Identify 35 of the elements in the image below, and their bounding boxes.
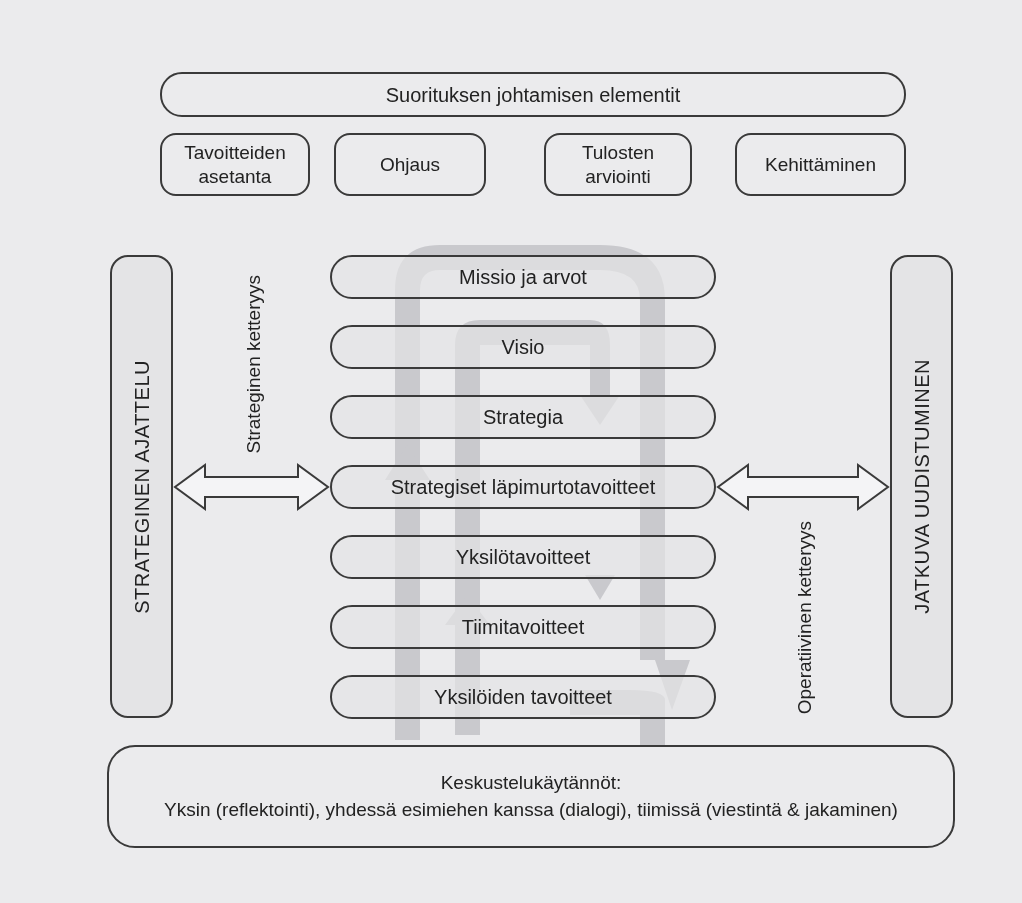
box-label: Suorituksen johtamisen elementit: [385, 82, 681, 108]
edge-label: Strateginen ketteryys: [241, 274, 265, 453]
level-pill: [330, 605, 716, 649]
box-label: Ohjaus: [379, 152, 441, 177]
box-label: Yksilöiden tavoitteet: [434, 685, 612, 710]
level-pill: [330, 535, 716, 579]
edge-label: Operatiivinen ketteryys: [793, 521, 816, 715]
practices-box: [107, 745, 955, 848]
header-box: [160, 72, 906, 117]
level-pill: [330, 675, 716, 719]
side-band: [110, 255, 173, 718]
side-band: [890, 255, 953, 718]
double-arrow: [173, 463, 330, 511]
element-box: [544, 133, 692, 196]
level-pill: [330, 255, 716, 299]
box-label: Strategia: [482, 405, 564, 430]
box-label: Yksin (reflektointi), yhdessä esimiehen kanssa (dialogi), tiimissä (viestintä & jakaminen): [164, 797, 898, 822]
level-pill: [330, 395, 716, 439]
box-label: Kehittäminen: [765, 152, 876, 177]
double-arrow: [716, 463, 890, 511]
box-label: Tulosten arviointi: [580, 140, 656, 189]
box-heading: Keskustelukäytännöt:: [440, 771, 622, 796]
box-label: STRATEGINEN AJATTELU: [129, 359, 154, 614]
box-label: Strategiset läpimurtotavoitteet: [390, 475, 656, 500]
level-pill: [330, 325, 716, 369]
box-label: Yksilötavoitteet: [455, 545, 591, 570]
element-box: [735, 133, 906, 196]
box-label: Missio ja arvot: [459, 265, 587, 290]
box-label: Tiimitavoitteet: [461, 615, 585, 640]
box-label: Visio: [501, 335, 545, 360]
box-label: JATKUVA UUDISTUMINEN: [909, 359, 934, 614]
element-box: [334, 133, 486, 196]
element-box: [160, 133, 310, 196]
level-pill: [330, 465, 716, 509]
box-label: Tavoitteiden asetanta: [183, 140, 287, 189]
